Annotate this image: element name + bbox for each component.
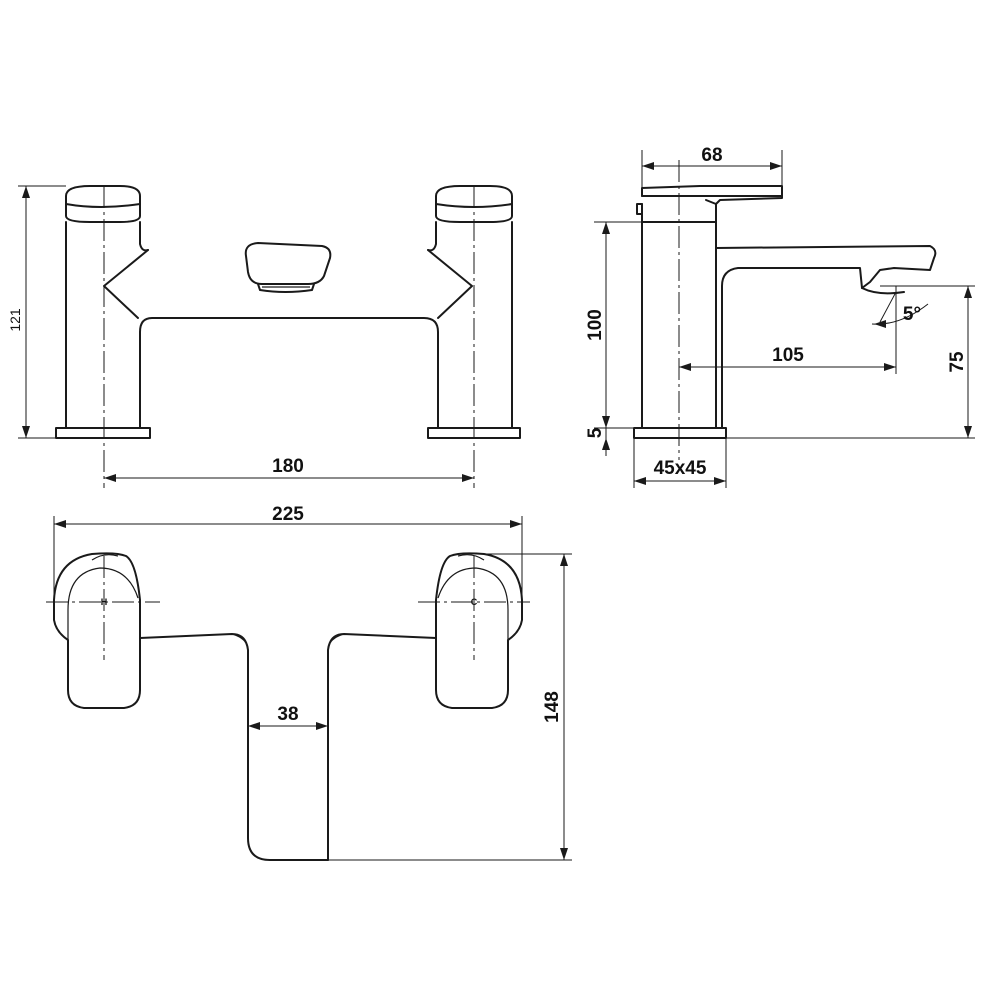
side-spout — [715, 245, 937, 429]
dimension-75: 75 — [880, 285, 975, 438]
dimension-100: 100 — [585, 221, 642, 428]
spout-front — [244, 242, 332, 293]
dim-180-label: 180 — [272, 456, 304, 477]
dim-105-label: 105 — [772, 345, 804, 366]
hot-mark: H — [101, 597, 108, 607]
dim-148-label: 148 — [542, 691, 563, 723]
front-view: 121 180 — [7, 185, 521, 488]
right-pillar — [427, 185, 521, 439]
dim-68-label: 68 — [701, 145, 722, 166]
dimension-38: 38 — [248, 704, 328, 730]
dim-38-label: 38 — [277, 704, 298, 725]
right-handle-top — [435, 552, 523, 709]
dimension-105: 105 — [679, 286, 897, 374]
dim-5-label: 5 — [585, 427, 606, 438]
dimension-45x45: 45x45 — [633, 438, 727, 488]
dimension-148: 148 — [328, 553, 572, 861]
spout-top — [139, 633, 437, 861]
dim-angle-label: 5° — [903, 304, 921, 325]
top-view: H C 225 38 148 — [46, 504, 572, 861]
left-handle-top — [53, 552, 141, 709]
dim-45x45-label: 45x45 — [654, 458, 707, 479]
left-pillar — [55, 185, 439, 439]
dimension-121: 121 — [7, 185, 66, 439]
cold-mark: C — [471, 597, 478, 607]
side-base — [633, 427, 727, 439]
dimension-5: 5 — [585, 412, 634, 456]
dim-75-label: 75 — [947, 351, 968, 373]
dim-121-label: 121 — [7, 308, 23, 332]
dimension-180: 180 — [104, 456, 474, 482]
dimension-68: 68 — [641, 145, 783, 188]
dimension-225: 225 — [53, 504, 523, 600]
side-view: 68 100 5 75 — [585, 145, 975, 488]
dim-225-label: 225 — [272, 504, 304, 525]
side-lever — [636, 185, 783, 223]
dimension-angle: 5° — [871, 291, 929, 328]
dim-100-label: 100 — [585, 309, 606, 341]
